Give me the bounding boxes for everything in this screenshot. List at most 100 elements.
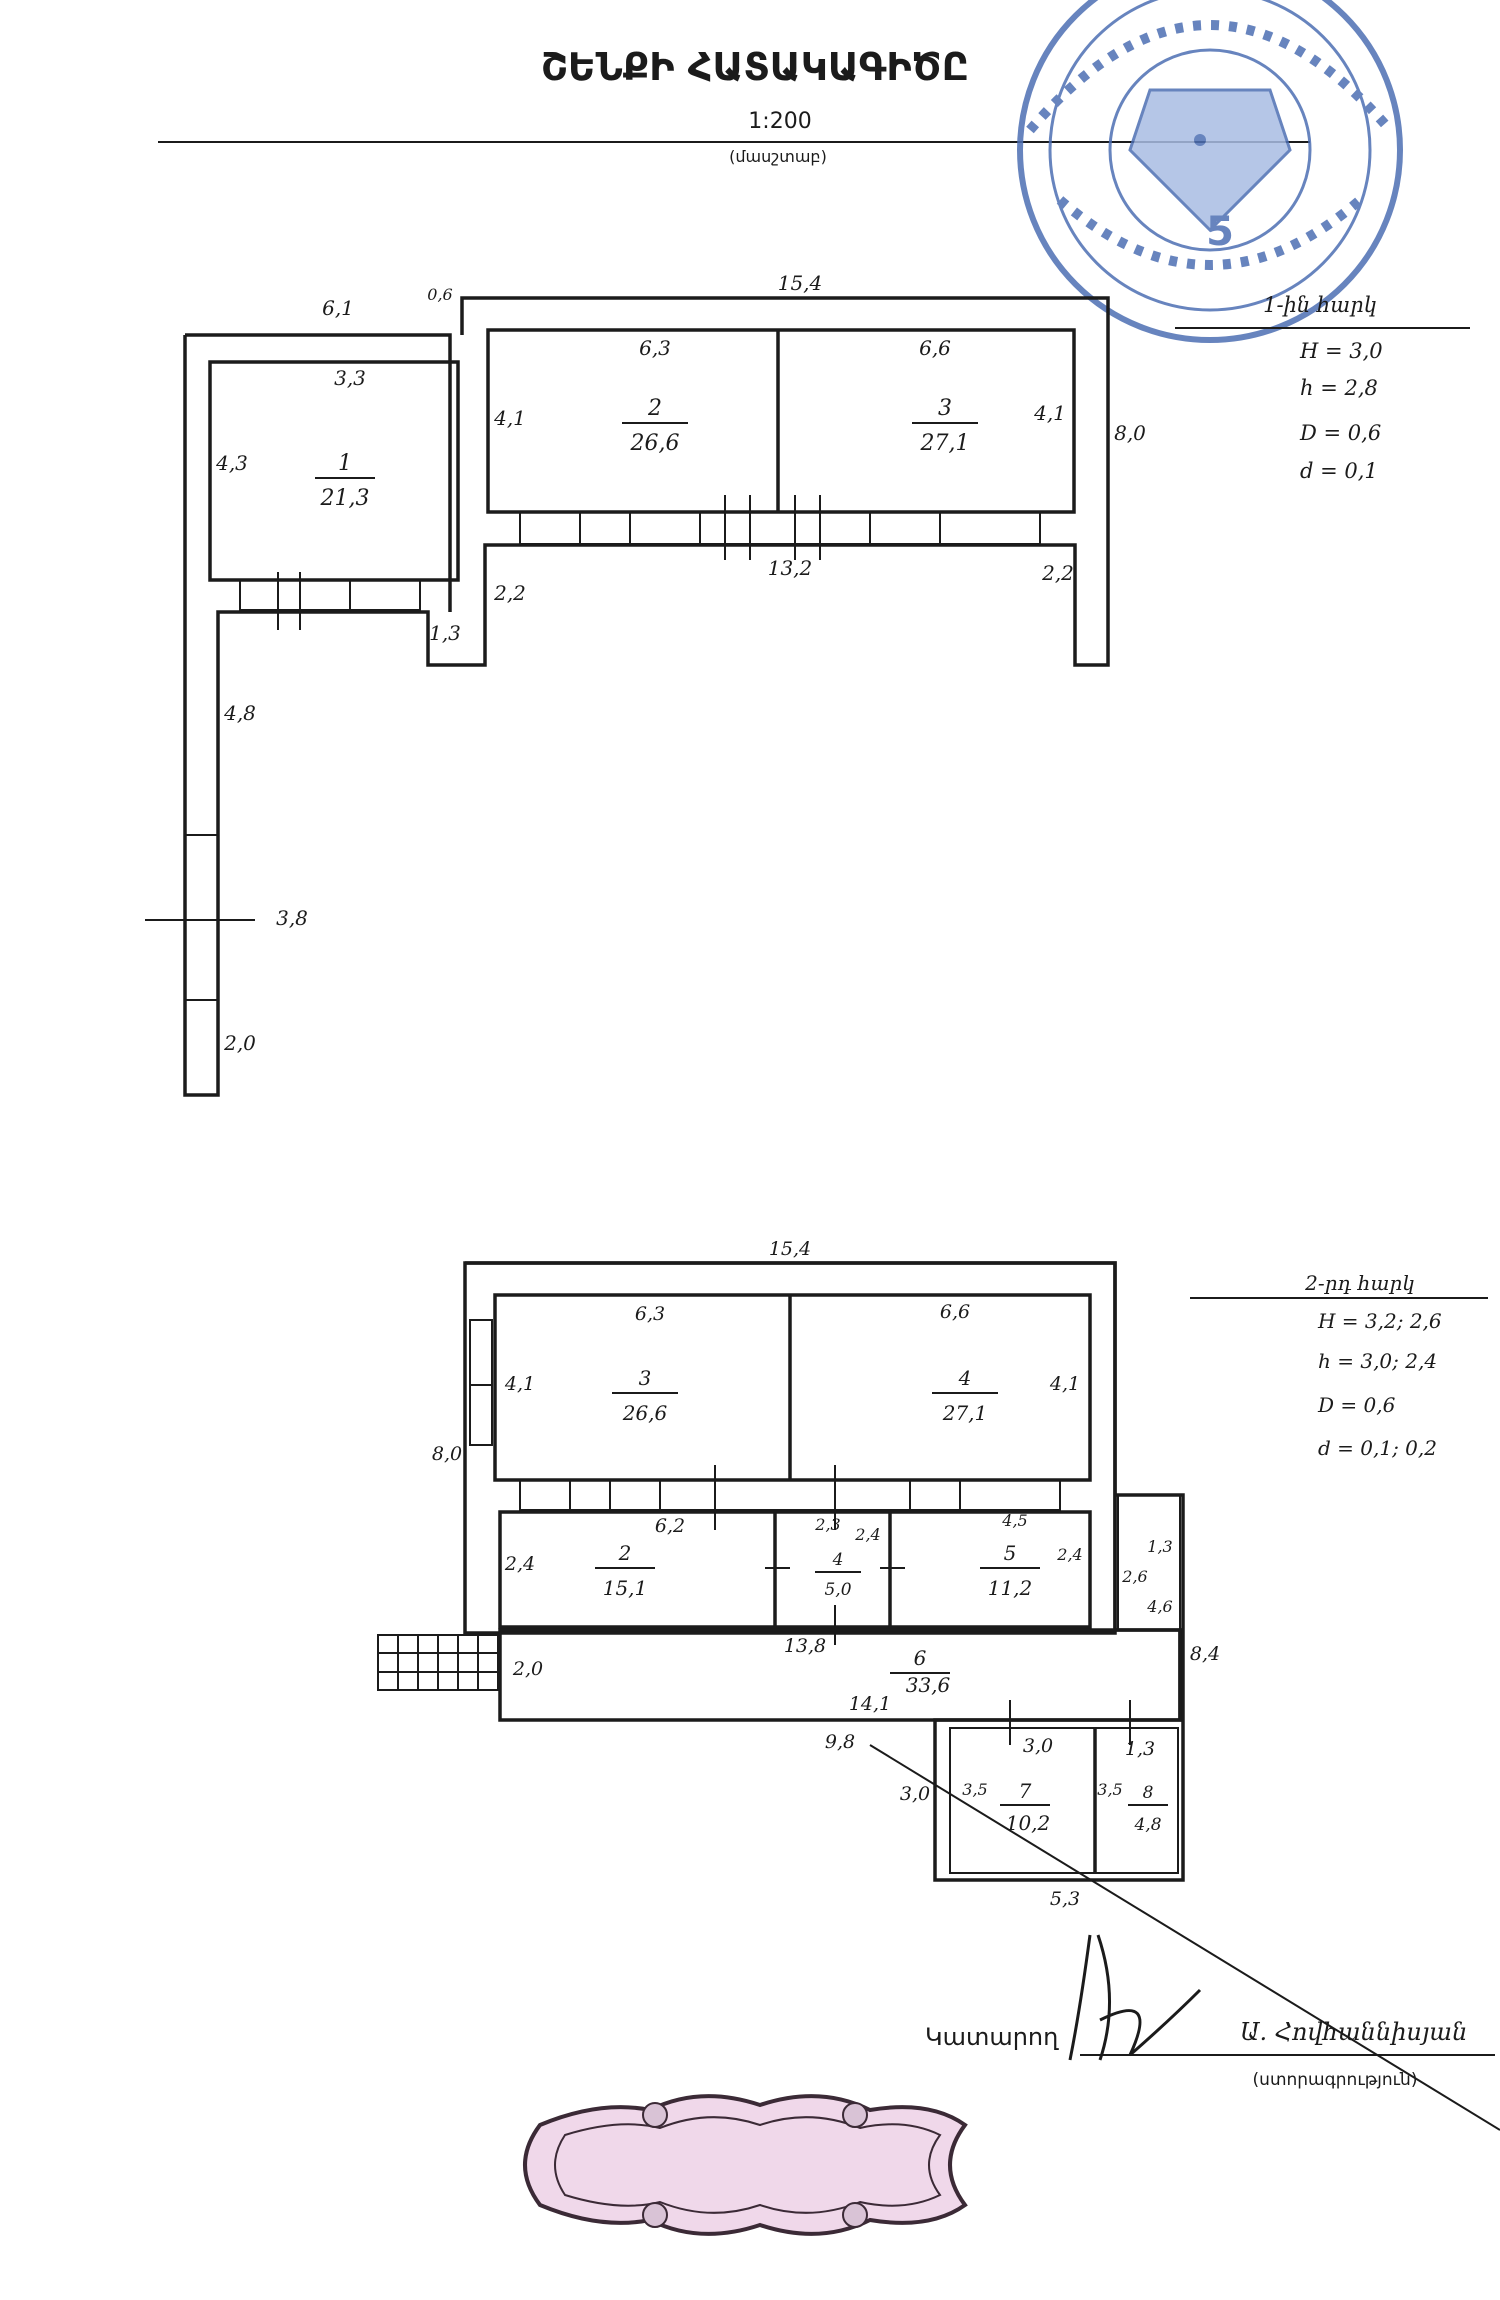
floor2-dim-hall-bottom: 14,1: [849, 1693, 891, 1715]
stamp-number: 5: [1206, 209, 1234, 255]
floor2-legend-line: D = 0,6: [1317, 1393, 1396, 1417]
floor2-dim-hall-h: 2,0: [512, 1658, 543, 1680]
floor1-room-2-area: 26,6: [630, 431, 680, 456]
floor2-legend-line: h = 3,0; 2,4: [1318, 1349, 1437, 1373]
signature-role-label: Կատարող: [925, 2023, 1059, 2051]
cartouche-ornament-icon: [523, 2094, 968, 2236]
floor2-room-2-number: 2: [618, 1541, 632, 1565]
floor1-room-1-number: 1: [338, 451, 352, 476]
floor1-dim-room1-h: 4,3: [215, 451, 248, 475]
floor1-window-strip: [519, 511, 1041, 545]
floor2-dim-diag: 9,8: [825, 1731, 855, 1753]
stamp-emblem-icon: [1128, 88, 1292, 233]
floor2-room-8-number: 8: [1143, 1783, 1154, 1803]
floor2-right-stub: [1117, 1494, 1181, 1631]
plan-title: ՇԵՆՔԻ ՀԱՏԱԿԱԳԻԾԸ: [541, 45, 969, 89]
floor1-legend-line: h = 2,8: [1300, 376, 1378, 400]
floor2-dim-annex-h2: 3,5: [1097, 1780, 1122, 1799]
floor2-dim-annex-h: 3,0: [900, 1783, 930, 1805]
floor1-legend-title: 1-ին հարկ: [1263, 293, 1377, 317]
signature-name-text: Ա. Հովհաննիսյան: [1240, 2018, 1467, 2046]
floor2-rooms-3-4-outline: [493, 1293, 1092, 1482]
floor1-room-1-area: 21,3: [320, 486, 370, 511]
stamp-lettering-icon: [1056, 196, 1364, 270]
signature-block: Կատարող Ա. Հովհաննիսյան (ստորագրություն): [925, 1934, 1495, 2090]
floor1-legend-line: H = 3,0: [1299, 339, 1383, 363]
floor2-dim-left-h: 8,0: [432, 1443, 462, 1465]
floor2-room-8-area: 4,8: [1133, 1815, 1161, 1835]
floor2-window-left: [469, 1319, 493, 1446]
floor1-dim-gallery: 13,2: [768, 556, 813, 580]
floor1-rooms-2-3-outline: [486, 328, 1076, 514]
floor2-dim-room4s-h: 2,4: [854, 1525, 880, 1544]
floor2-dim-annex-h1: 3,5: [962, 1780, 987, 1799]
floor1-corridor-strip: [184, 834, 219, 1001]
floor1-room-2-number: 2: [647, 396, 662, 421]
floor2-dim-annex-w1: 3,0: [1023, 1735, 1053, 1757]
floor2-dim-room4-h: 4,1: [1049, 1373, 1080, 1395]
floor2-room-4s-number: 4: [832, 1550, 844, 1570]
floor2-dim-room4-w: 6,6: [940, 1301, 970, 1323]
signature-caption: (ստորագրություն): [1253, 2070, 1418, 2090]
floor2-window-strip: [519, 1479, 1061, 1511]
plan-scale: 1:200: [748, 109, 811, 134]
floor1-room-3-number: 3: [938, 396, 952, 421]
floor2-dim-annex-bottom: 5,3: [1050, 1888, 1080, 1910]
floor1-dim-total: 15,4: [778, 271, 823, 295]
floor2-dim-room3-h: 4,1: [504, 1373, 535, 1395]
floor1-dim-room3-h: 4,1: [1033, 401, 1066, 425]
stamp-inner-ring: [1048, 0, 1372, 312]
floor1-legend: 1-ին հարկ H = 3,0 h = 2,8 D = 0,6 d = 0,…: [1175, 293, 1470, 483]
floor2-hall-outline: [498, 1628, 1182, 1722]
floor2-dim-right-small: 1,3: [1147, 1537, 1172, 1556]
floor2-room-4-number: 4: [958, 1366, 972, 1390]
floor2-dim-room4s-w: 2,3: [814, 1515, 840, 1534]
floor2-annex-outline: [949, 1727, 1179, 1874]
floor2-rooms-2-4-5-outline: [498, 1510, 1092, 1629]
floor1-dim-corridor-mark: 3,8: [276, 906, 308, 930]
floor2-dim-room5-h: 2,4: [1056, 1545, 1082, 1564]
stamp-dot-icon: [1194, 134, 1206, 146]
stamp-core-ring: [1108, 48, 1312, 252]
floor1-wall-left-top: [185, 333, 452, 612]
floor1-dim-room3-w: 6,6: [919, 336, 951, 360]
scale-caption: (մասշտաբ): [729, 147, 827, 166]
floor2-wall-outline: [463, 1261, 1117, 1635]
floor2-room-7-number: 7: [1019, 1779, 1032, 1803]
floor1-plan: 15,4 6,1 0,6 3,3 4,3 6,3 4,1 6,6 4,1 8,0…: [145, 271, 1470, 1097]
header: ՇԵՆՔԻ ՀԱՏԱԿԱԳԻԾԸ 1:200 (մասշտաբ): [158, 45, 1310, 166]
floor2-room-4s-area: 5,0: [824, 1580, 851, 1600]
floor1-legend-line: d = 0,1: [1300, 459, 1378, 483]
floor1-room-3-area: 27,1: [920, 431, 970, 456]
floor2-legend-line: H = 3,2; 2,6: [1317, 1309, 1442, 1333]
official-stamp: 5: [1017, 0, 1403, 343]
floor2-dim-annex-w2: 1,3: [1125, 1738, 1155, 1760]
floor1-window-left: [239, 579, 421, 611]
floor1-dim-right-h: 8,0: [1114, 421, 1146, 445]
floor1-dim-left-stub: 2,2: [493, 581, 526, 605]
floor2-dim-room2-w: 6,2: [655, 1515, 685, 1537]
floor2-plan: 15,4 6,3 6,6 4,1 4,1 8,0 6,2 2,4 2,3 2,4…: [377, 1238, 1500, 2131]
floor1-dim-small-stub: 1,3: [429, 621, 461, 645]
floor2-dim-right-len: 4,6: [1146, 1597, 1172, 1616]
floor2-room-3-number: 3: [639, 1366, 652, 1390]
floor2-room-2-area: 15,1: [603, 1576, 648, 1600]
floor2-legend-title: 2-րդ հարկ: [1304, 1271, 1415, 1295]
floor2-room-6-area: 33,6: [906, 1673, 951, 1697]
floor1-dim-right-stub: 2,2: [1041, 561, 1074, 585]
signature-mark-icon: [1068, 1934, 1202, 2061]
floor2-dim-total: 15,4: [769, 1238, 811, 1260]
floor2-dim-right-mid: 2,6: [1121, 1567, 1147, 1586]
floor1-wall-outline: [183, 296, 1110, 1097]
floor2-section-line: [869, 1744, 1500, 2131]
floor1-legend-line: D = 0,6: [1299, 421, 1381, 445]
floor1-dim-room2-h: 4,1: [493, 406, 526, 430]
floor2-stair-icon: [377, 1634, 499, 1691]
floor2-dim-room5-w: 4,5: [1001, 1511, 1027, 1530]
floor2-legend: 2-րդ հարկ H = 3,2; 2,6 h = 3,0; 2,4 D = …: [1190, 1271, 1488, 1460]
floor1-dim-left: 6,1: [322, 296, 354, 320]
floor2-room-7-area: 10,2: [1006, 1811, 1051, 1835]
floor1-dim-corridor-end: 2,0: [223, 1031, 256, 1055]
floor2-dim-right-total: 8,4: [1190, 1643, 1220, 1665]
